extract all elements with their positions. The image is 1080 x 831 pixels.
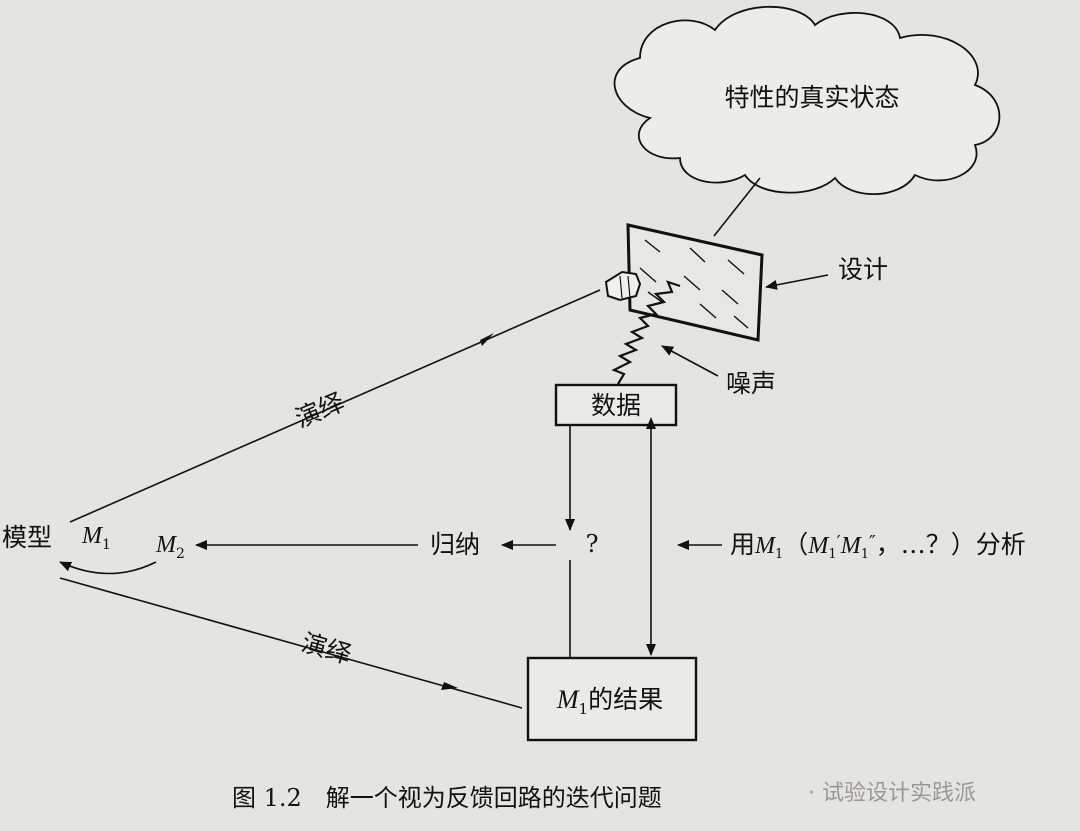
data-box-label: 数据 <box>591 391 641 420</box>
m2-to-model-curve <box>59 561 157 575</box>
design-arrow <box>765 274 829 290</box>
m2-label: M2 <box>155 532 185 562</box>
design-panel <box>626 223 764 342</box>
deduction-top-line <box>69 289 601 523</box>
induction-label: 归纳 <box>430 530 480 559</box>
design-label: 设计 <box>838 255 888 284</box>
deduction-top-label: 演绎 <box>291 387 348 433</box>
watermark: · 试验设计实践派 <box>808 781 976 806</box>
data-box: 数据 <box>554 383 678 427</box>
true-state-cloud: 特性的真实状态 <box>613 5 1001 195</box>
model-label: 模型 <box>2 523 52 552</box>
result-sub: 1 <box>579 700 589 718</box>
result-text: 的结果 <box>588 685 663 714</box>
result-box: M1的结果 <box>526 656 698 742</box>
figure-caption: 图 1.2 解一个视为反馈回路的迭代问题 <box>232 784 662 812</box>
m1-label: M1 <box>81 523 111 553</box>
noise-zigzag <box>611 280 681 385</box>
hand-fist-icon <box>604 270 642 302</box>
cloud-connector-line <box>713 177 761 237</box>
analysis-label: 用M1（M1′M1″，…？）分析 <box>730 530 1026 562</box>
noise-arrow <box>661 345 719 377</box>
result-m: M <box>556 685 580 714</box>
svg-text:M1的结果: M1的结果 <box>556 685 663 718</box>
cloud-label: 特性的真实状态 <box>724 83 899 112</box>
deduction-bottom-label: 演绎 <box>298 628 354 670</box>
question-mark: ? <box>586 530 599 558</box>
noise-label: 噪声 <box>726 369 776 398</box>
